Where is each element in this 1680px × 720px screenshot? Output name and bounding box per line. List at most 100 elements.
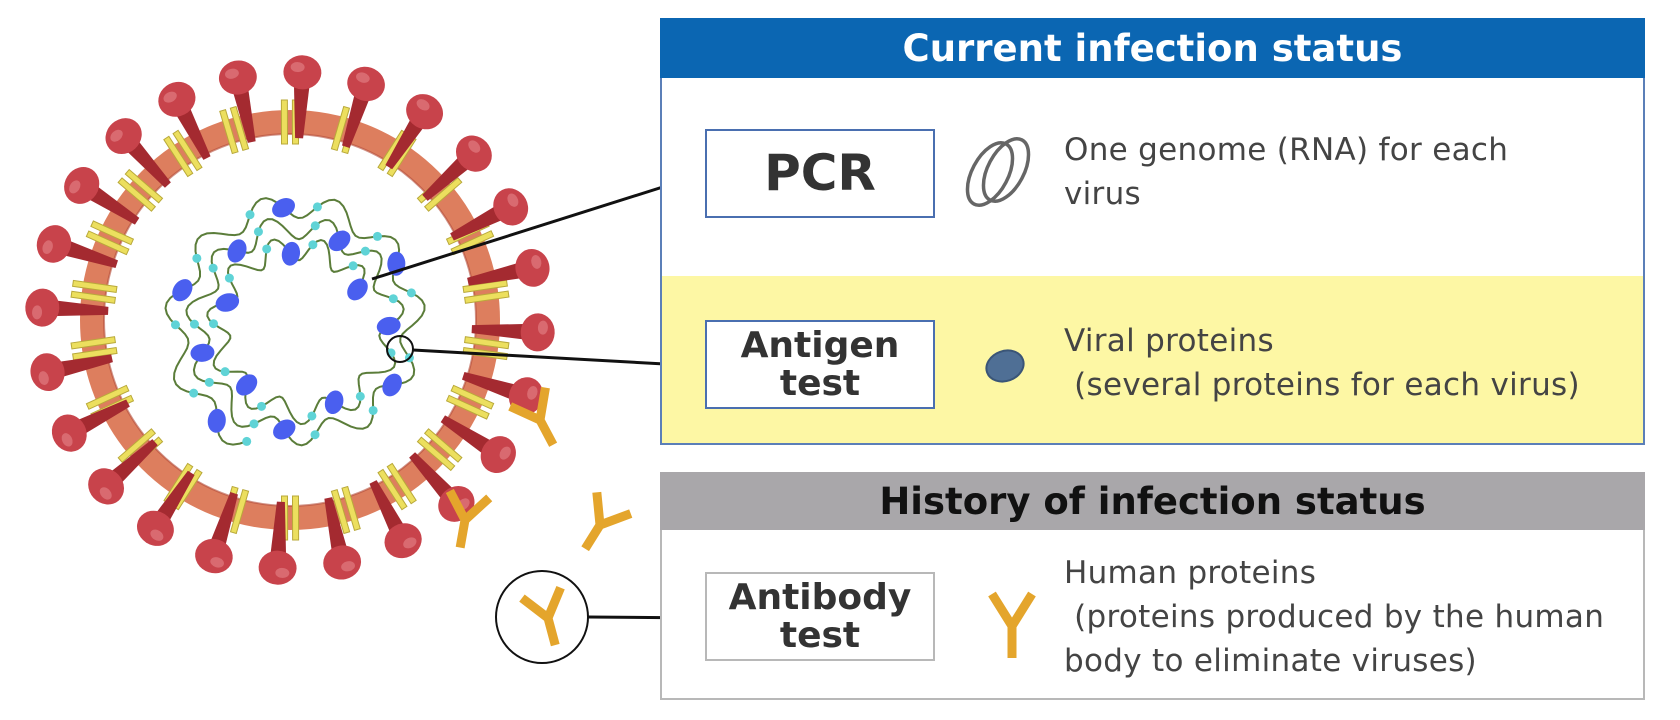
spike-protein [258,501,297,585]
rna-bead [307,411,317,421]
history-status-header: History of infection status [660,472,1645,530]
membrane-protein [462,279,510,304]
membrane-protein [85,220,135,256]
antibody-description: Human proteins (proteins produced by the… [1064,551,1604,683]
rna-bead [406,288,416,298]
rna-bead [360,246,370,256]
protein-ellipse-icon [985,349,1025,383]
antigen-connector [412,348,684,367]
spike-protein [440,415,516,474]
spike-protein [218,60,257,143]
spike-protein [36,225,119,268]
rna-bead [245,210,255,220]
spike-protein [51,399,130,452]
viral-envelope [80,110,500,530]
viral-rna-strand [164,197,426,447]
nucleoprotein [328,230,351,252]
rna-bead [189,319,199,329]
nucleoprotein [281,241,301,266]
antibody-desc-line: body to eliminate viruses) [1064,643,1477,679]
membrane-protein [377,462,417,511]
pcr-description: One genome (RNA) for each virus [1064,128,1508,216]
nucleoprotein [236,374,258,396]
membrane-protein [330,485,361,535]
rna-bead [257,401,267,411]
pcr-desc-line: virus [1064,176,1142,212]
membrane-protein [416,428,463,472]
rna-bead [220,367,230,377]
nucleoprotein [227,239,247,263]
antibody-desc-line: (proteins produced by the human [1064,599,1605,635]
spike-protein [369,480,422,559]
antigen-label-line: test [779,362,861,404]
nucleoprotein [172,279,193,302]
membrane-protein [70,336,118,361]
membrane-protein [70,279,118,304]
rna-bead [262,244,272,254]
nucleoprotein [324,390,344,415]
antigen-label-line: Antigen [740,324,900,366]
rna-bead [253,227,263,237]
rna-bead [208,263,218,273]
rna-bead [388,294,398,304]
nucleoprotein [272,198,295,218]
antibody [581,491,633,552]
antibody-label-line: test [779,614,861,656]
rna-bead [372,231,382,241]
antigen-desc-line: Viral proteins [1064,323,1274,359]
nucleoprotein [207,408,226,433]
current-status-header: Current infection status [660,18,1645,78]
nucleoprotein [376,316,401,336]
rna-bead [368,405,378,415]
nucleoprotein [273,419,296,440]
rna-bead [189,388,199,398]
pcr-connector [371,171,708,281]
pcr-label: PCR [764,144,876,203]
spike-protein [385,94,444,170]
antibody [519,585,565,647]
spike-protein [25,288,109,327]
antibody-y-icon [988,591,1036,658]
rna-bead [208,319,218,329]
spike-protein [88,439,158,505]
spike-protein [195,491,238,574]
antibody [508,386,558,447]
rna-bead [242,436,252,446]
rna-bead [312,202,322,212]
nucleoprotein [215,293,240,312]
membrane-protein [445,384,495,420]
rna-bead [310,221,320,231]
spike-protein [461,372,544,415]
pcr-test-box: PCR [705,129,935,218]
envelope-inner-edge [103,133,477,507]
antibody-desc-line: Human proteins [1064,555,1317,591]
spike-protein [64,166,140,225]
spike-protein [422,135,492,201]
rna-bead [192,253,202,263]
rna-bead [308,240,318,250]
membrane-protein [163,129,203,178]
nucleoprotein [190,343,215,362]
protein-highlight-circle [386,335,414,363]
spike-protein [283,55,322,139]
nucleoprotein [382,373,402,397]
spike-protein [158,81,211,160]
membrane-protein [219,105,250,155]
antigen-test-box: Antigen test [705,320,935,409]
spike-protein [136,470,195,546]
antibody [445,488,493,549]
rna-bead [249,419,259,429]
rna-bead [224,273,234,283]
membrane-protein [117,168,164,212]
rna-bead [310,430,320,440]
rna-bead [170,320,180,330]
antigen-description: Viral proteins (several proteins for eac… [1064,319,1580,407]
spike-protein [450,188,529,241]
pcr-desc-line: One genome (RNA) for each [1064,132,1509,168]
rna-loop-icon [965,137,1031,207]
spike-protein [30,353,113,392]
rna-bead [348,261,358,271]
spike-protein [323,497,362,580]
free-antibodies [445,386,633,664]
